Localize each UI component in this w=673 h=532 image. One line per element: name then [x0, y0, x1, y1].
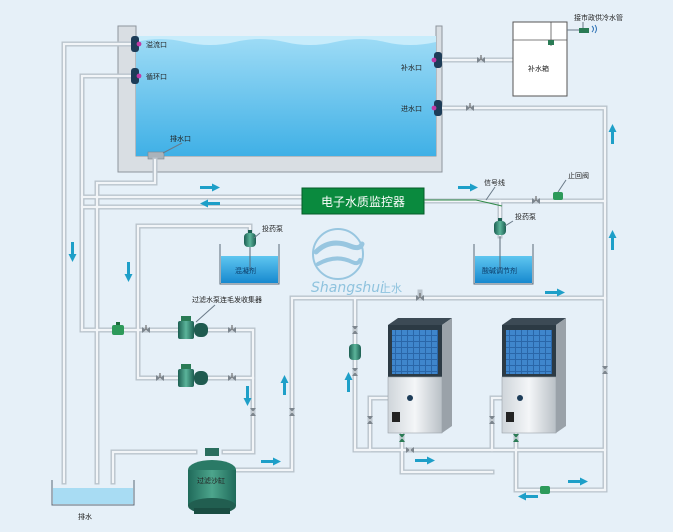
- dosing-pump-right-label: 投药泵: [515, 212, 536, 221]
- filter-pump-lower: [178, 364, 208, 387]
- filter-pump-upper: [178, 316, 208, 339]
- circulation-port-fitting: [131, 68, 142, 84]
- makeup-port-label: 补水口: [401, 63, 422, 72]
- valve-icon: [250, 408, 256, 416]
- makeup-tank-label: 补水箱: [528, 64, 549, 73]
- pool: [117, 25, 443, 173]
- coagulant-label: 混凝剂: [235, 266, 256, 275]
- circulation-port-label: 循环口: [146, 72, 167, 81]
- flow-arrows: [68, 124, 617, 501]
- heat-pump-unit-icon: [501, 318, 566, 434]
- drain-label: 排水: [78, 512, 92, 521]
- flow-arrow: [261, 457, 281, 466]
- heat-pump-unit-icon: [387, 318, 452, 434]
- check-valve-icon: [553, 192, 563, 200]
- valve-icon: [532, 196, 540, 204]
- valve-icon: [352, 326, 358, 334]
- valve-icon: [602, 366, 608, 374]
- brand-name-cn: 上水: [380, 282, 402, 295]
- overflow-port-label: 溢流口: [146, 40, 167, 49]
- coagulant-tank: [219, 230, 280, 285]
- brand-name: Shangshui: [311, 280, 384, 296]
- text-labels: 溢流口 循环口 排水口 补水口 进水口 补水箱 接市政供冷水管 信号线 止回阀 …: [78, 13, 623, 521]
- flow-arrow: [608, 124, 617, 144]
- flow-arrow: [243, 386, 252, 406]
- valve-icon: [466, 103, 474, 111]
- valve-icon: [399, 434, 405, 442]
- valve-icon: [156, 373, 164, 381]
- valve-icon: [406, 447, 414, 453]
- flow-arrow: [200, 183, 220, 192]
- sand-filter-icon: [188, 448, 236, 514]
- ph-regulator-tank: [473, 218, 534, 285]
- flow-arrow: [545, 288, 565, 297]
- makeup-tank: [512, 21, 597, 97]
- valve-icon: [489, 416, 495, 424]
- valve-icon: [477, 55, 485, 63]
- valve-icon: [513, 434, 519, 442]
- flow-arrow: [608, 230, 617, 250]
- drain-basin: [51, 480, 135, 506]
- check-valve-icon: [540, 486, 550, 494]
- flow-arrow: [68, 242, 77, 262]
- pool-water: [136, 36, 436, 156]
- valve-icon: [228, 325, 236, 333]
- check-valves: [112, 192, 563, 494]
- valve-icon: [142, 325, 150, 333]
- overflow-port-fitting: [131, 36, 142, 52]
- flow-arrow: [344, 372, 353, 392]
- city-water-label: 接市政供冷水管: [574, 13, 623, 22]
- valve-icon: [289, 408, 295, 416]
- drain-port-label: 排水口: [170, 134, 191, 143]
- sand-filter-label: 过滤沙缸: [197, 476, 225, 485]
- makeup-port-fitting: [431, 52, 442, 68]
- inline-pump-icon: [349, 344, 361, 360]
- dosing-pump-left-label: 投药泵: [262, 224, 283, 233]
- flow-arrow: [200, 199, 220, 208]
- flow-arrow: [415, 456, 435, 465]
- pump-icon: [244, 230, 256, 247]
- faucet-icon: [579, 24, 597, 34]
- flow-arrow: [124, 262, 133, 282]
- flow-arrow: [280, 375, 289, 395]
- inlet-port-fitting: [431, 100, 442, 116]
- inlet-port-label: 进水口: [401, 104, 422, 113]
- flow-arrow: [458, 183, 478, 192]
- pump-collector-label: 过滤水泵连毛发收集器: [192, 295, 262, 304]
- signal-line: [424, 199, 503, 207]
- valve-icon: [367, 416, 373, 424]
- flow-arrow: [518, 492, 538, 501]
- valves: [142, 55, 608, 453]
- valve-icon: [228, 373, 236, 381]
- logo-icon: [312, 228, 365, 280]
- flow-arrow: [568, 477, 588, 486]
- pool-ports: [131, 36, 442, 116]
- pump-icon: [494, 218, 506, 235]
- check-valve-icon: [112, 322, 124, 335]
- signal-line-label: 信号线: [484, 178, 505, 187]
- controller-label: 电子水质监控器: [321, 195, 405, 209]
- water-quality-controller: 电子水质监控器: [301, 187, 503, 215]
- check-valve-label: 止回阀: [568, 171, 589, 180]
- valve-icon: [352, 368, 358, 376]
- ph-regulator-label: 酸碱调节剂: [482, 266, 517, 275]
- valve-icon: [416, 293, 424, 301]
